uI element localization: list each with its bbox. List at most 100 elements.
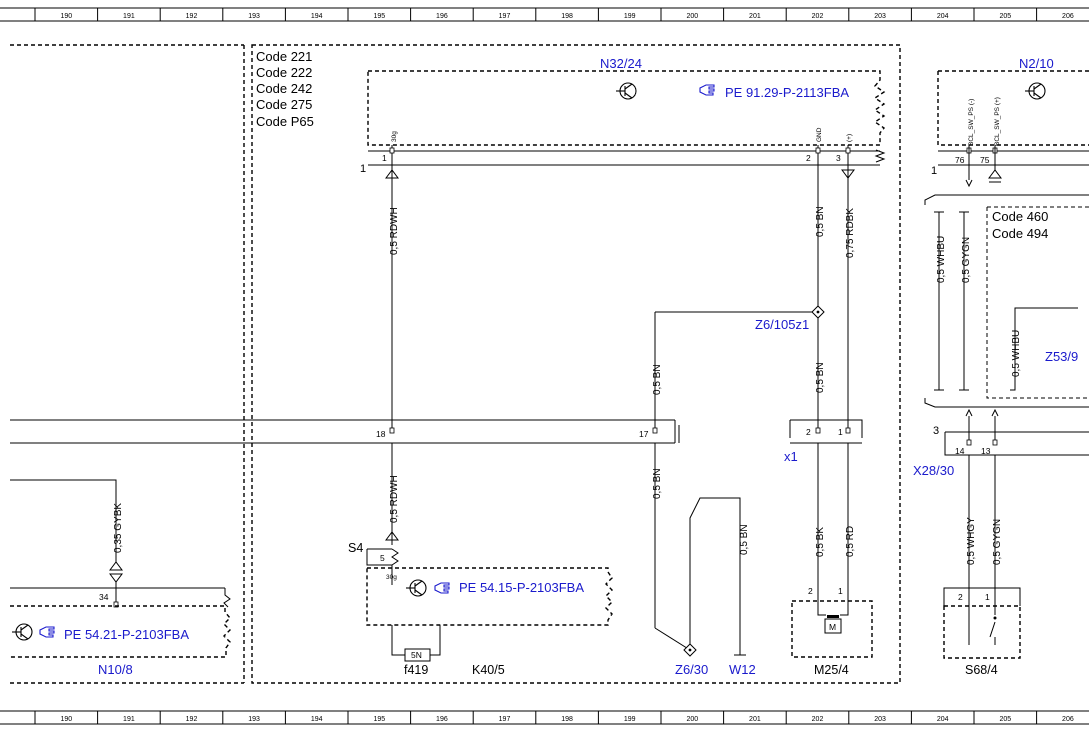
w12-label: W12 [729, 662, 756, 677]
signal-30g: 30g [391, 131, 398, 142]
signal-plus: (+) [846, 134, 853, 142]
ruler-tick-label: 199 [624, 716, 636, 723]
ruler-tick-label: 194 [311, 716, 323, 723]
x28-30-connector: 3 14 13 X28/30 [913, 408, 1089, 478]
n2-pin-75: 75 [980, 155, 990, 165]
f419-label: f419 [404, 663, 428, 677]
wire-s68-gygn[interactable]: 0,5 GYGN [992, 455, 1003, 600]
k40-5-label: K40/5 [472, 663, 505, 677]
wire-rdwh-lower[interactable]: 0,5 RDWH [385, 443, 400, 545]
ruler-tick-label: 197 [499, 716, 511, 723]
wire-label-bn-lower: 0,5 BN [815, 362, 826, 393]
ruler-tick-label: 195 [373, 13, 385, 20]
n32-24-label: N32/24 [600, 56, 642, 71]
wire-m25-bk[interactable]: 0,5 BK [815, 443, 826, 595]
k40-ref-link[interactable]: PE 54.15-P-2103FBA [459, 580, 584, 595]
wire-label-z53-whbu: 0,5 WHBU [1011, 330, 1022, 377]
ruler-tick-label: 203 [874, 13, 886, 20]
z6-30-label: Z6/30 [675, 662, 708, 677]
wire-label-gybk: 0,35 GYBK [113, 503, 124, 553]
n10-8-label: N10/8 [98, 662, 133, 677]
ruler-tick-label: 206 [1062, 716, 1074, 723]
ruler-tick-label: 193 [248, 13, 260, 20]
code-242: Code 242 [256, 81, 312, 96]
s68-4-switch: 2 1 S68/4 [943, 587, 1021, 677]
hand-pointer-icon [699, 84, 715, 96]
ruler-tick-label: 201 [749, 13, 761, 20]
transistor-icon [1024, 82, 1046, 100]
wire-rdbk[interactable]: 0,75 RDBK [841, 145, 856, 430]
ruler-tick-label: 197 [499, 13, 511, 20]
ruler-tick-label: 206 [1062, 13, 1074, 20]
code-222: Code 222 [256, 65, 312, 80]
ruler-tick-label: 193 [248, 716, 260, 723]
code-460: Code 460 [992, 209, 1048, 224]
z6-30-splice: Z6/30 [675, 643, 708, 677]
ruler-tick-label: 205 [999, 716, 1011, 723]
wire-bn-gnd[interactable]: 0,5 BN 0,5 BN [815, 145, 826, 430]
n2-10-module: N2/10 1 76 75 BCL_SW_PS (-) BCL_SW_PS (+… [931, 56, 1089, 188]
n32-ref-link[interactable]: PE 91.29-P-2113FBA [725, 85, 849, 100]
wire-rdwh-upper[interactable]: 0,5 RDWH [385, 145, 400, 430]
transistor-icon [11, 623, 33, 641]
wire-label-rdbk: 0,75 RDBK [845, 208, 856, 258]
z53-9-label: Z53/9 [1045, 349, 1078, 364]
n2-signal-plus: BCL_SW_PS (+) [994, 97, 1001, 146]
wire-label-whgy: 0,5 WHGY [966, 517, 977, 565]
n2-signal-minus: BCL_SW_PS (-) [968, 99, 975, 146]
ruler-tick-label: 194 [311, 13, 323, 20]
z6-105z1-label: Z6/105z1 [755, 317, 809, 332]
m25-4-motor: 2 1 M M25/4 [791, 586, 873, 677]
x28-row: 3 [933, 425, 939, 437]
wire-loop-bn[interactable]: 0,5 BN [689, 497, 750, 656]
ruler-tick-label: 200 [686, 716, 698, 723]
code-460-area: Code 460 Code 494 0,5 WHBU 0,5 GYGN 0,5 … [924, 194, 1089, 408]
pin-3: 3 [836, 153, 841, 163]
n2-10-label: N2/10 [1019, 56, 1054, 71]
ruler-tick-label: 190 [60, 716, 72, 723]
n2-pin-76: 76 [955, 155, 965, 165]
x1-pin-1: 1 [838, 427, 843, 437]
code-221: Code 221 [256, 49, 312, 64]
ruler-tick-label: 202 [812, 716, 824, 723]
ruler-tick-label: 202 [812, 13, 824, 20]
ruler-tick-label: 192 [186, 716, 198, 723]
ruler-tick-label: 198 [561, 716, 573, 723]
pin-2: 2 [806, 153, 811, 163]
wire-label-bn: 0,5 BN [815, 206, 826, 237]
wire-bn-to-z630[interactable]: 0,5 BN [652, 443, 691, 651]
motor-m: M [829, 622, 836, 632]
ruler-tick-label: 203 [874, 716, 886, 723]
ruler-tick-label: 191 [123, 13, 135, 20]
ruler-tick-label: 199 [624, 13, 636, 20]
wire-label-w12-bn: 0,5 BN [739, 524, 750, 555]
hand-pointer-icon [39, 626, 55, 638]
wire-m25-rd[interactable]: 0,5 RD [845, 443, 856, 595]
x28-30-label: X28/30 [913, 463, 954, 478]
code-p65: Code P65 [256, 114, 314, 129]
x1-pin-2: 2 [806, 427, 811, 437]
n10-ref-link[interactable]: PE 54.21-P-2103FBA [64, 627, 189, 642]
pin-17: 17 [639, 429, 649, 439]
ruler-tick-label: 200 [686, 13, 698, 20]
wire-label-rdwh-lower: 0,5 RDWH [389, 475, 400, 523]
ruler-tick-label: 198 [561, 13, 573, 20]
wire-label-z6-bn: 0,5 BN [652, 364, 663, 395]
motor-icon [824, 618, 842, 634]
pin-1: 1 [382, 153, 387, 163]
signal-gnd: GND [816, 127, 823, 142]
transistor-icon [405, 579, 427, 597]
wire-whgy[interactable]: 0,5 WHGY [966, 455, 977, 600]
n10-8-module: 0,35 GYBK 34 PE 54.21-P-2103FBA N10/8 [10, 479, 231, 677]
ruler-tick-label: 190 [60, 13, 72, 20]
ruler-tick-label: 204 [937, 13, 949, 20]
k40-5-relay: S4 5 30g PE 54.15-P-2103FBA 5N f419 K40/… [348, 541, 613, 677]
code-275: Code 275 [256, 97, 312, 112]
fuse-rating: 5N [411, 650, 422, 660]
wire-label-whbu: 0,5 WHBU [936, 236, 947, 283]
fuse-icon [404, 648, 431, 662]
wire-label-rdwh: 0,5 RDWH [389, 207, 400, 255]
wire-label-m25-bk: 0,5 BK [815, 527, 826, 557]
